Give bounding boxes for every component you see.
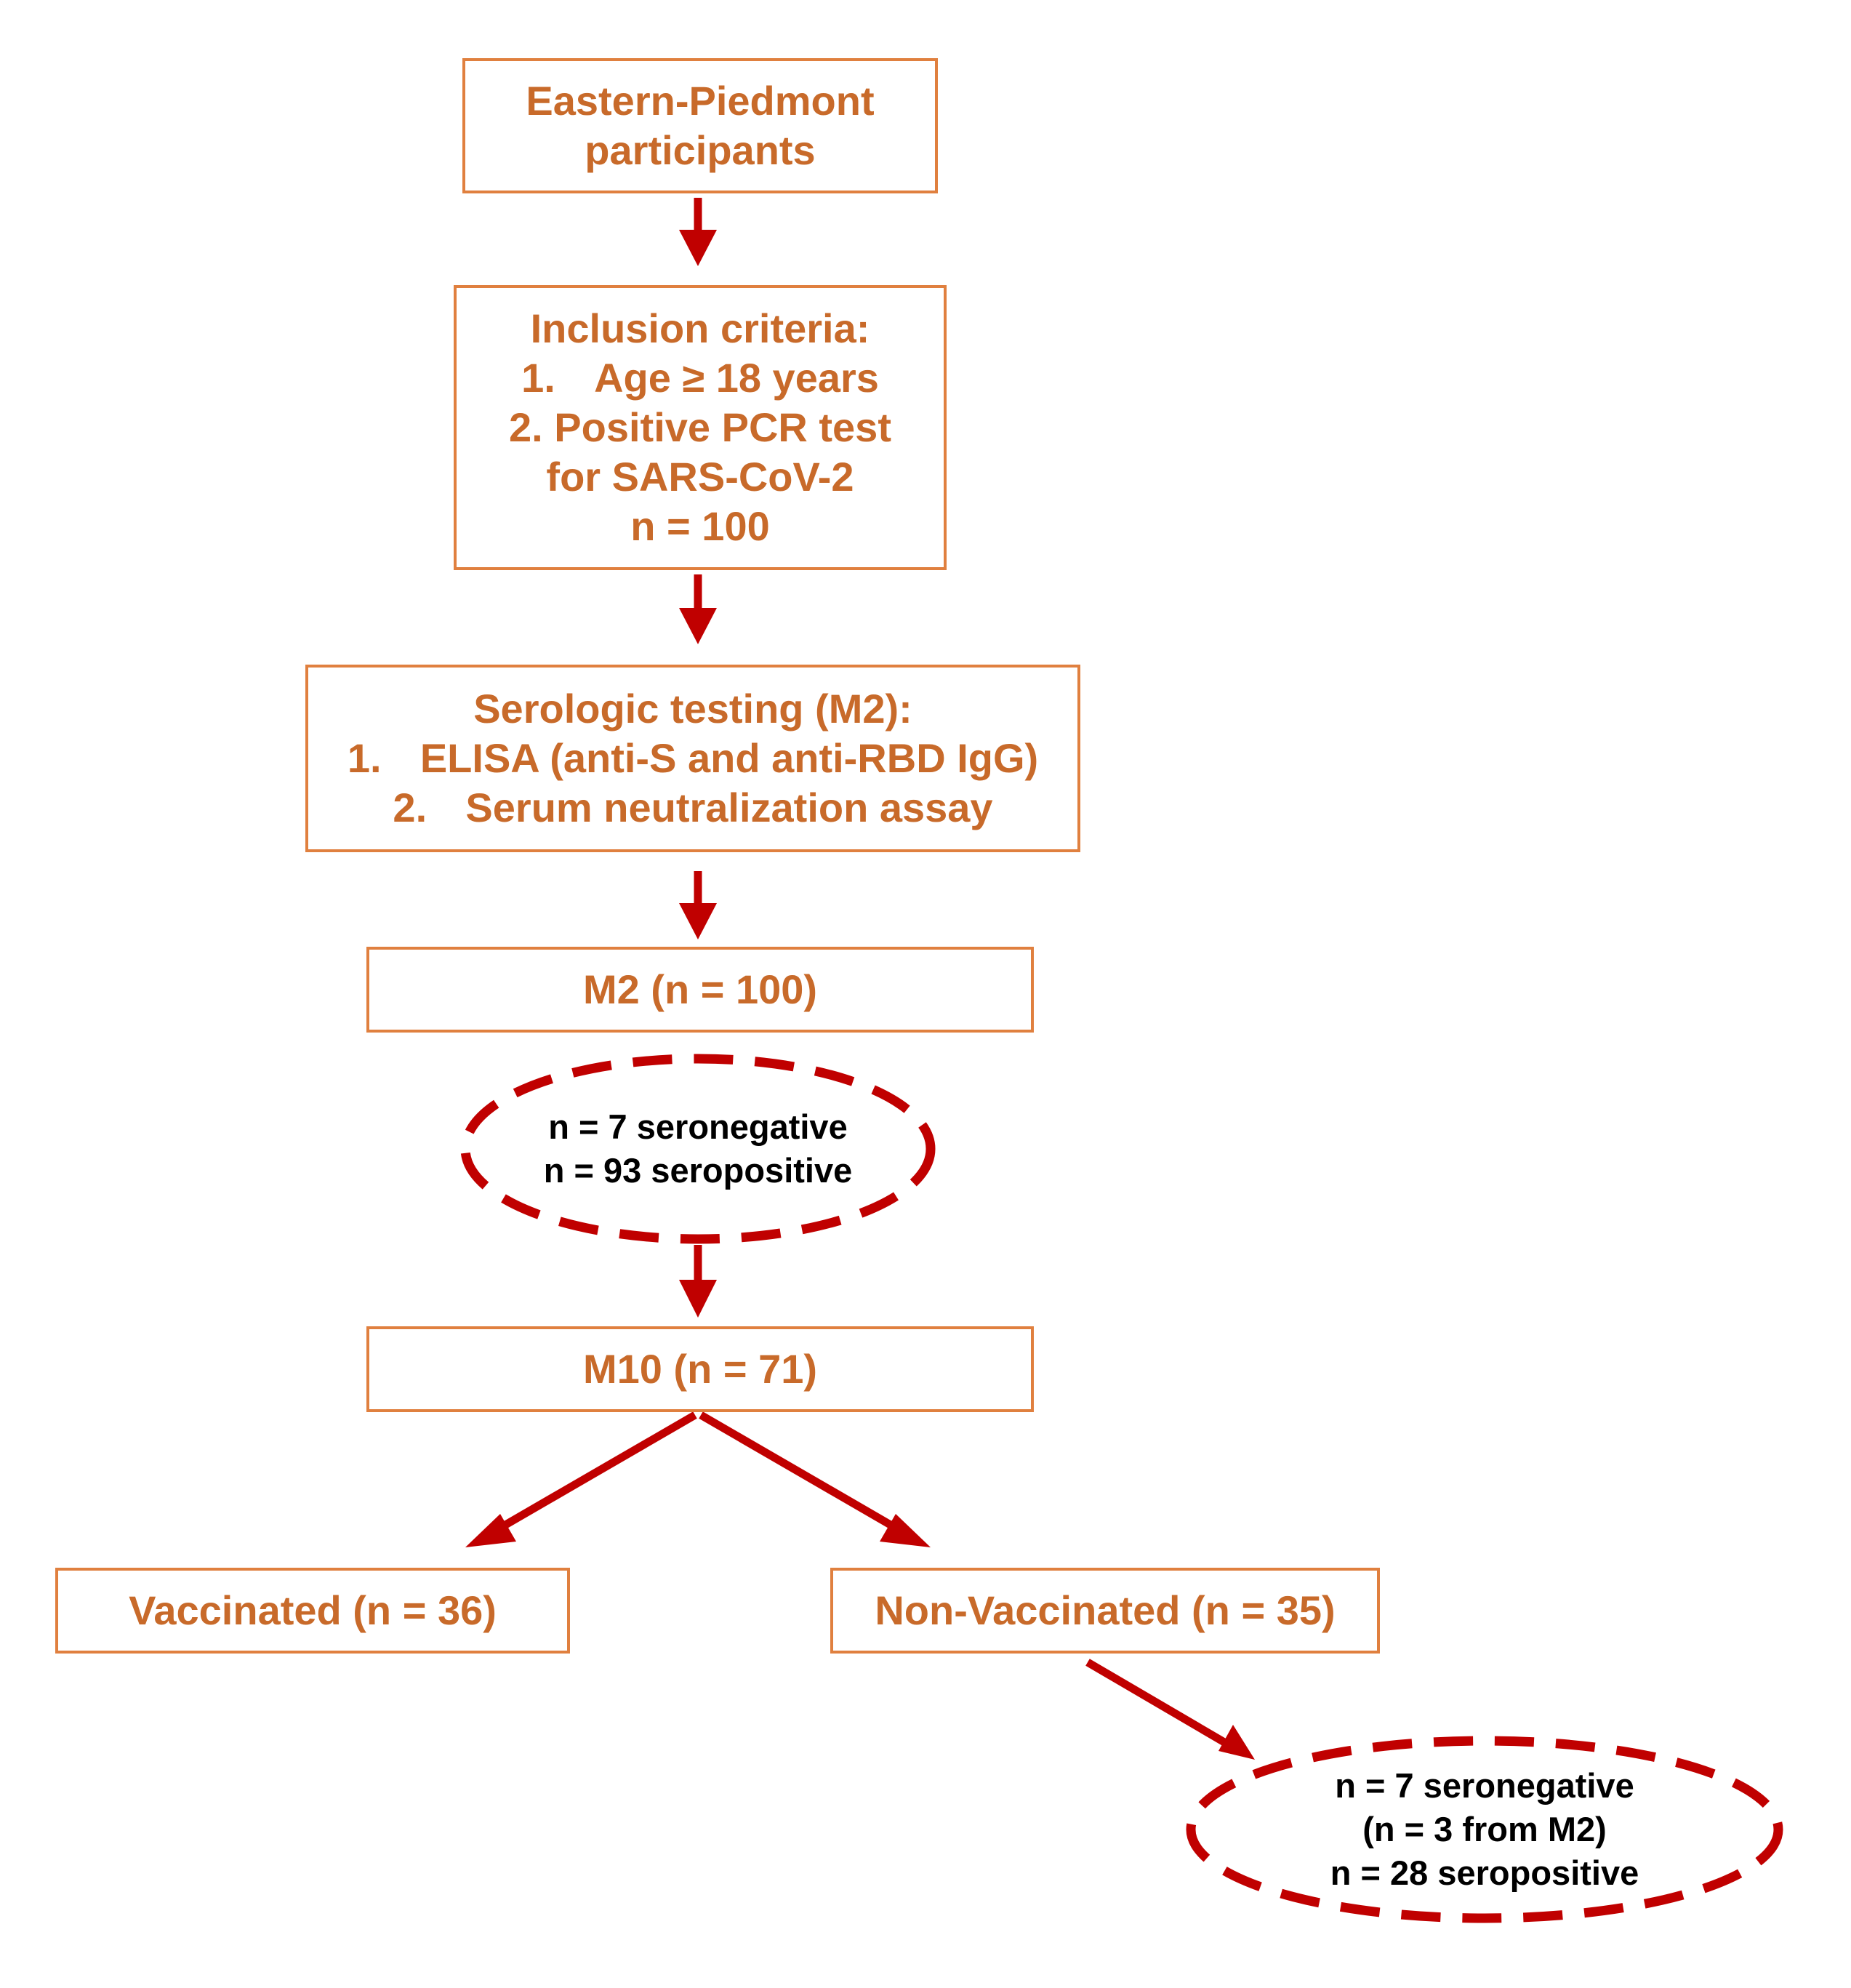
arrow-shaft <box>1085 1659 1226 1746</box>
arrow-shaft <box>699 1411 905 1536</box>
arrow-m10-to-vaccinated <box>465 1411 697 1547</box>
m2-label: M2 (n = 100) <box>582 966 818 1012</box>
serologic-item-1-text: ELISA (anti-S and anti-RBD IgG) <box>419 735 1039 781</box>
arrow-shaft <box>491 1411 697 1536</box>
inclusion-title: Inclusion criteria: <box>530 305 870 351</box>
box-participants: Eastern-Piedmont participants <box>462 58 938 193</box>
m2-result-line-2: n = 93 seropositive <box>543 1151 853 1190</box>
inclusion-item-1-text: Age ≥ 18 years <box>594 355 879 401</box>
arrow-head <box>679 230 717 266</box>
inclusion-item-2: 2. Positive PCR test <box>509 404 891 450</box>
arrow-inclusion-to-serologic <box>679 574 717 644</box>
box-serologic-testing: Serologic testing (M2): 1. ELISA (anti-S … <box>305 665 1080 852</box>
serologic-title: Serologic testing (M2): <box>473 686 912 732</box>
serologic-item-1: 1. ELISA (anti-S and anti-RBD IgG) <box>348 734 1038 783</box>
participants-line-1: Eastern-Piedmont <box>526 78 875 124</box>
arrow-non-vaccinated-to-oval <box>1085 1659 1255 1760</box>
participants-line-2: participants <box>585 127 816 173</box>
arrow-head <box>679 608 717 644</box>
serologic-item-2: 2. Serum neutralization assay <box>393 783 992 833</box>
arrow-oval-to-m10 <box>679 1245 717 1318</box>
box-inclusion-criteria: Inclusion criteria: 1. Age ≥ 18 years 2. … <box>454 285 947 570</box>
arrow-m10-to-non-vaccinated <box>699 1411 931 1547</box>
m2-result-line-1: n = 7 seronegative <box>548 1107 848 1146</box>
non-vaccinated-label: Non-Vaccinated (n = 35) <box>875 1587 1336 1633</box>
arrow-participants-to-inclusion <box>679 198 717 266</box>
arrow-serologic-to-m2 <box>679 871 717 939</box>
box-non-vaccinated: Non-Vaccinated (n = 35) <box>830 1568 1380 1654</box>
arrow-head <box>679 903 717 939</box>
serologic-item-2-text: Serum neutralization assay <box>465 785 993 830</box>
arrow-head <box>465 1514 516 1547</box>
inclusion-item-1-number: 1. <box>521 355 555 401</box>
m2-result-oval <box>460 1054 936 1244</box>
m10-label: M10 (n = 71) <box>582 1346 818 1392</box>
m2-result-text: n = 7 seronegative n = 93 seropositive <box>494 1076 902 1222</box>
inclusion-count: n = 100 <box>630 503 770 549</box>
serologic-item-1-number: 1. <box>347 735 382 781</box>
inclusion-item-1: 1. Age ≥ 18 years <box>521 353 879 403</box>
nonvacc-result-line-2: (n = 3 from M2) <box>1362 1810 1607 1848</box>
box-vaccinated: Vaccinated (n = 36) <box>55 1568 570 1654</box>
box-m10: M10 (n = 71) <box>366 1326 1034 1412</box>
nonvacc-result-oval <box>1186 1736 1783 1923</box>
nonvacc-result-line-1: n = 7 seronegative <box>1335 1766 1634 1805</box>
arrow-head <box>1218 1725 1255 1760</box>
nonvacc-result-text: n = 7 seronegative (n = 3 from M2) n = 2… <box>1223 1752 1746 1907</box>
arrow-head <box>880 1514 931 1547</box>
serologic-item-2-number: 2. <box>393 785 427 830</box>
arrow-head <box>679 1280 717 1318</box>
vaccinated-label: Vaccinated (n = 36) <box>129 1587 497 1633</box>
inclusion-item-2-continued: for SARS-CoV-2 <box>546 454 854 500</box>
nonvacc-result-line-3: n = 28 seropositive <box>1330 1853 1639 1892</box>
box-m2: M2 (n = 100) <box>366 947 1034 1033</box>
